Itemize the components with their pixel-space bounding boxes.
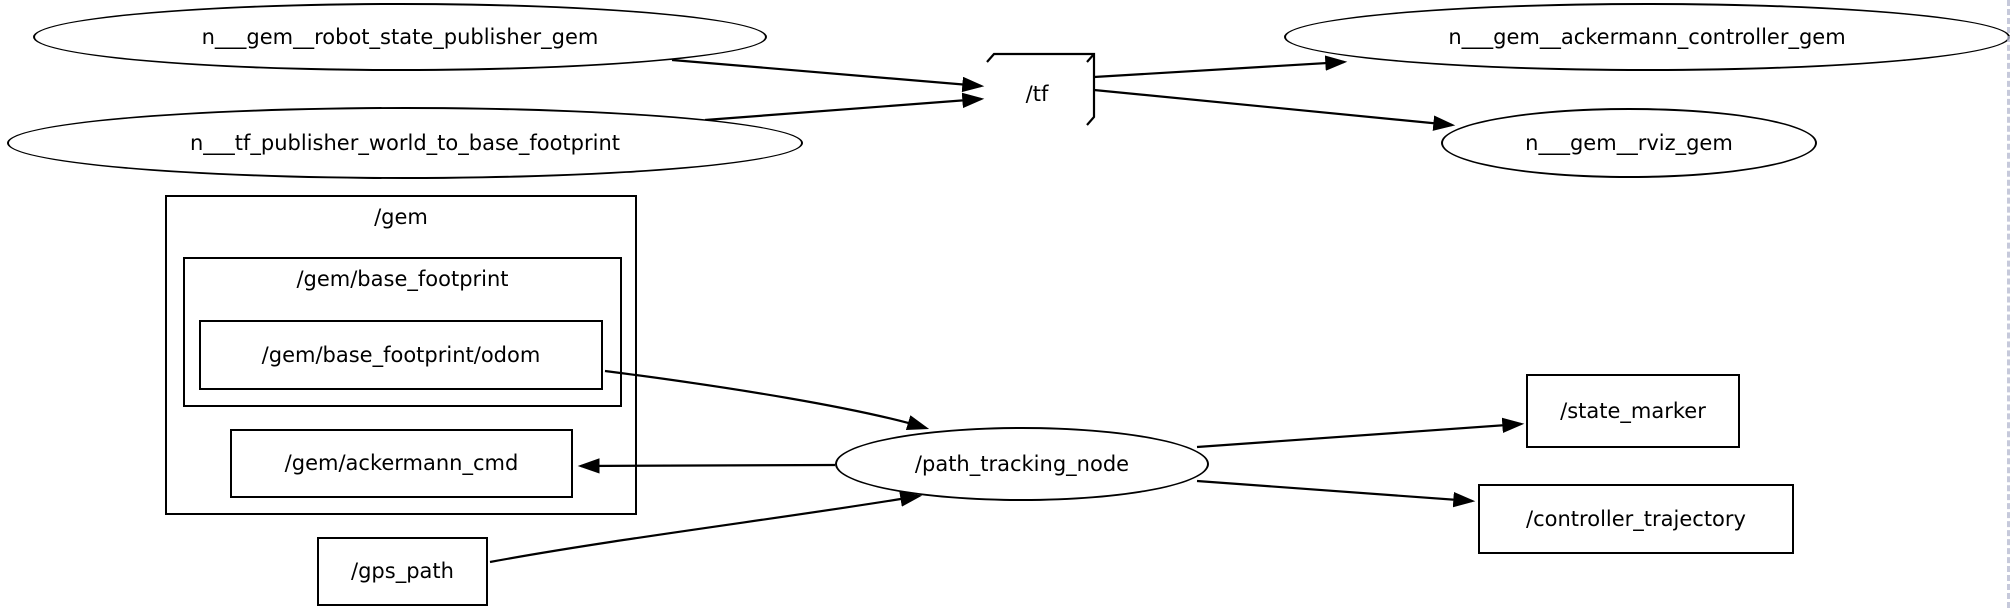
node-gps-path[interactable]: /gps_path bbox=[317, 537, 488, 606]
node-ackermann-controller-label: n___gem__ackermann_controller_gem bbox=[1448, 24, 1846, 49]
node-state-marker[interactable]: /state_marker bbox=[1526, 374, 1740, 448]
node-tf-publisher[interactable]: n___tf_publisher_world_to_base_footprint bbox=[7, 107, 803, 179]
node-gps-path-label: /gps_path bbox=[351, 559, 454, 583]
cluster-gem bbox=[165, 195, 637, 515]
node-odom-label: /gem/base_footprint/odom bbox=[261, 342, 541, 367]
canvas-dashed-boundary bbox=[2007, 0, 2010, 608]
edge-tf-to-rviz bbox=[1093, 88, 1456, 131]
node-ackermann-controller[interactable]: n___gem__ackermann_controller_gem bbox=[1284, 3, 2010, 71]
node-tf[interactable]: /tf bbox=[987, 62, 1087, 125]
node-controller-trajectory[interactable]: /controller_trajectory bbox=[1478, 484, 1794, 554]
cluster-gem-label: /gem bbox=[374, 205, 428, 229]
node-rviz[interactable]: n___gem__rviz_gem bbox=[1441, 108, 1817, 178]
edge-path-tracking-to-controller-trajectory bbox=[1196, 479, 1476, 508]
edge-path-tracking-to-ackermann-cmd bbox=[577, 458, 836, 474]
node-controller-trajectory-label: /controller_trajectory bbox=[1526, 506, 1746, 531]
node-path-tracking-label: /path_tracking_node bbox=[914, 451, 1130, 476]
edge-gps-path-to-path-tracking bbox=[489, 491, 923, 564]
node-ackermann-cmd[interactable]: /gem/ackermann_cmd bbox=[230, 429, 573, 498]
edge-robot-state-publisher-to-tf bbox=[671, 58, 985, 93]
node-rviz-label: n___gem__rviz_gem bbox=[1525, 130, 1733, 155]
node-tf-publisher-label: n___tf_publisher_world_to_base_footprint bbox=[189, 130, 620, 155]
node-tf-box3d-outline bbox=[986, 52, 1096, 126]
node-state-marker-label: /state_marker bbox=[1560, 398, 1706, 423]
node-robot-state-publisher-label: n___gem__robot_state_publisher_gem bbox=[201, 24, 599, 49]
cluster-base-footprint bbox=[183, 257, 622, 407]
node-path-tracking[interactable]: /path_tracking_node bbox=[835, 427, 1209, 501]
node-ackermann-cmd-label: /gem/ackermann_cmd bbox=[284, 451, 519, 475]
edge-tf-publisher-to-tf bbox=[704, 92, 985, 122]
edge-odom-to-path-tracking bbox=[604, 369, 930, 430]
node-robot-state-publisher[interactable]: n___gem__robot_state_publisher_gem bbox=[33, 3, 767, 71]
node-tf-label: /tf bbox=[1025, 81, 1049, 106]
edge-path-tracking-to-state-marker bbox=[1196, 417, 1525, 449]
node-odom[interactable]: /gem/base_footprint/odom bbox=[199, 320, 603, 390]
cluster-base-footprint-label: /gem/base_footprint bbox=[296, 267, 509, 291]
edge-tf-to-ackermann-controller bbox=[1093, 55, 1348, 79]
